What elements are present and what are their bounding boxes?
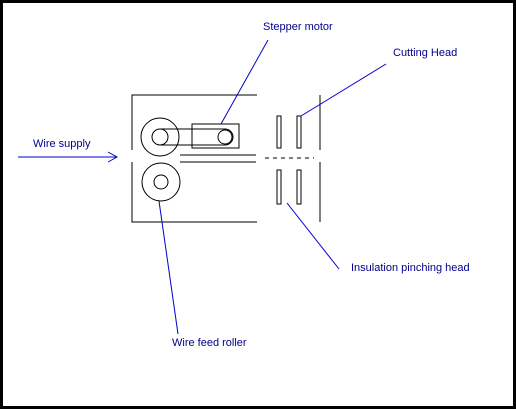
cutting-head-leader [300,63,387,117]
cutting-heads [276,115,302,205]
stepper-motor-leader [220,39,269,125]
stepper-motor [140,117,240,157]
leader-lines [158,39,387,335]
wire-supply-label: Wire supply [33,138,91,150]
cutting-head-label: Cutting Head [393,47,458,59]
insulation-head-leader [286,202,340,270]
wire-feed-roller-label: Wire feed roller [172,337,247,349]
wire-feed-roller-leader [158,200,179,335]
insulation-pinching-head-label: Insulation pinching head [351,262,470,274]
wire-feed-roller [141,162,181,202]
wire-path [180,154,314,163]
wire-supply-arrow [18,151,119,163]
stepper-motor-label: Stepper motor [263,21,333,33]
